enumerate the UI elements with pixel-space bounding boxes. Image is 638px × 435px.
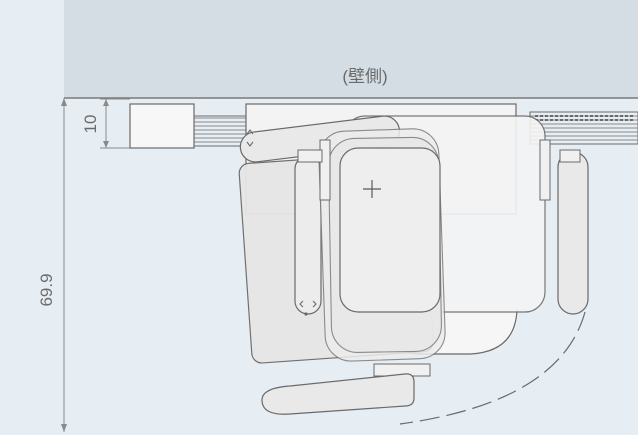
wall [64, 0, 638, 98]
dimension-label-wall-clearance: 10 [81, 115, 100, 134]
armrest-pivot [304, 312, 308, 316]
left-right-arrows-icon [299, 300, 317, 308]
bracket-cap-left [297, 149, 323, 163]
plus-mark-icon [363, 180, 381, 198]
swing-arc [399, 311, 586, 425]
right-armrest [557, 151, 589, 315]
dimension-label-depth: 69.9 [37, 273, 56, 306]
left-seat-bracket [319, 139, 331, 201]
footrest [261, 373, 415, 415]
left-armrest-pad [294, 155, 322, 315]
up-down-arrows-icon [246, 129, 254, 147]
dimension-arrows [61, 98, 109, 432]
wall-label: (壁側) [342, 67, 387, 86]
dimension-lines [63, 98, 130, 432]
seat-shell [318, 128, 446, 362]
rail-teeth [535, 115, 635, 121]
right-armrest-bracket [559, 149, 581, 163]
rear-block [129, 103, 195, 149]
right-seat-bracket [539, 139, 551, 201]
